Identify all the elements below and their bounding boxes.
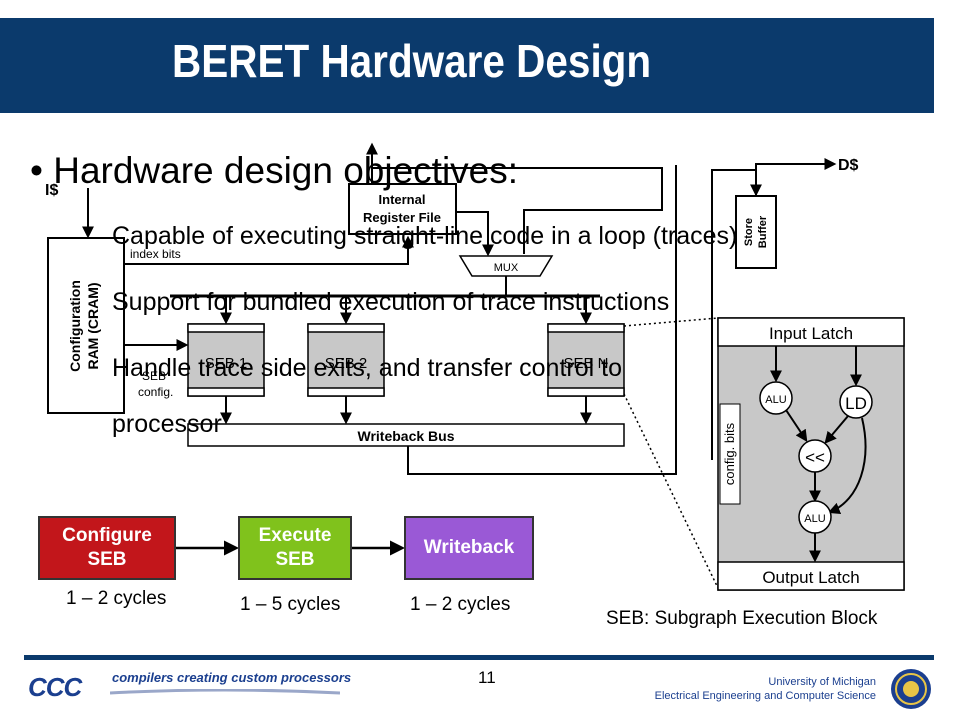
seb-config-label-2: config. — [138, 385, 173, 399]
alu-to-shift — [785, 409, 808, 442]
stage-execute-label1: Execute — [258, 525, 332, 546]
ld-to-alu-bottom — [827, 417, 867, 514]
writeback-bus-box — [187, 423, 625, 447]
irf-label-1: Internal — [379, 192, 426, 207]
stage-configure-label2: SEB — [87, 549, 127, 570]
index-bits-label: index bits — [130, 247, 181, 261]
footer-rule — [24, 655, 934, 660]
seb-1: SEB 1 — [187, 323, 265, 397]
slide-title: BERET Hardware Design — [172, 35, 652, 87]
logo-tagline: compilers creating custom processors — [112, 670, 352, 685]
cram-label-line1: Configuration — [67, 280, 83, 372]
writeback-cycles: 1 – 2 cycles — [410, 594, 511, 615]
config-bits-box — [719, 403, 741, 505]
config-bits-label: config. bits — [722, 422, 737, 485]
ld-label: LD — [845, 394, 867, 413]
input-latch-label: Input Latch — [769, 324, 853, 343]
execute-cycles: 1 – 5 cycles — [240, 594, 341, 615]
internal-register-file-box — [348, 183, 457, 235]
output-latch-label: Output Latch — [762, 568, 859, 587]
input-latch-box — [717, 317, 905, 347]
store-buffer-label-1: Store — [743, 218, 755, 246]
cram-label-line2: RAM (CRAM) — [85, 282, 101, 369]
irf-label-2: Register File — [363, 210, 441, 225]
seb-n-label: SEB N — [563, 355, 608, 372]
output-latch-box — [717, 561, 905, 591]
title-bar — [0, 18, 934, 113]
dcache-label: D$ — [838, 157, 859, 174]
seb-2-label: SEB 2 — [325, 355, 368, 372]
alu-top-node — [759, 381, 793, 415]
alu-bottom-label: ALU — [804, 513, 825, 525]
writeback-bus-label: Writeback Bus — [358, 428, 455, 444]
seb-config-label-1: SEB — [142, 369, 166, 383]
bullet-main: • Hardware design objectives: — [30, 150, 519, 191]
seb-n: SEB N — [547, 323, 625, 397]
ccc-logo: CCC — [28, 672, 82, 702]
alu-top-label: ALU — [765, 394, 786, 406]
store-buffer-label-2: Buffer — [757, 215, 769, 248]
cram-box — [47, 237, 125, 414]
writeback-loop — [407, 165, 677, 475]
bullet-sub-3b: processor — [112, 410, 222, 438]
seb-detail: Input Latch Output Latch config. bits AL… — [717, 317, 905, 591]
store-buffer-label: Store Buffer — [743, 215, 769, 248]
store-buffer-box — [735, 195, 777, 269]
ld-to-shift — [824, 415, 849, 444]
bullet-sub-2: Support for bundled execution of trace i… — [112, 288, 670, 316]
bullet-sub-1: Capable of executing straight-line code … — [112, 222, 738, 250]
bullet-main-text: Hardware design objectives: — [53, 150, 519, 191]
logo-swoosh — [110, 689, 340, 695]
university-seal-icon — [891, 669, 931, 709]
configure-cycles: 1 – 2 cycles — [66, 588, 167, 609]
mux-label: MUX — [494, 262, 519, 274]
stage-writeback-label1: Writeback — [423, 537, 515, 558]
bullet-sub-3a: Handle trace side exits, and transfer co… — [112, 354, 622, 382]
store-buffer-to-dcache — [755, 158, 837, 196]
index-bits-line — [124, 235, 414, 265]
seb-1-label: SEB 1 — [205, 355, 248, 372]
zoom-line-top — [623, 317, 719, 327]
seb-caption: SEB: Subgraph Execution Block — [606, 608, 878, 629]
stage-writeback: Writeback — [404, 516, 534, 580]
stage-configure-label1: Configure — [62, 525, 152, 546]
stage-execute-label2: SEB — [275, 549, 315, 570]
department-name: Electrical Engineering and Computer Scie… — [654, 690, 876, 702]
university-name: University of Michigan — [768, 676, 876, 688]
irf-to-mux — [456, 211, 494, 257]
zoom-line-bottom — [623, 393, 719, 589]
icache-label: I$ — [45, 182, 58, 199]
page-number: 11 — [478, 668, 496, 687]
cram-label: Configuration RAM (CRAM) — [67, 280, 101, 372]
mux-shape — [458, 255, 554, 277]
ld-node — [839, 385, 873, 419]
loop-back-line — [372, 167, 663, 254]
shift-label: << — [805, 448, 825, 467]
